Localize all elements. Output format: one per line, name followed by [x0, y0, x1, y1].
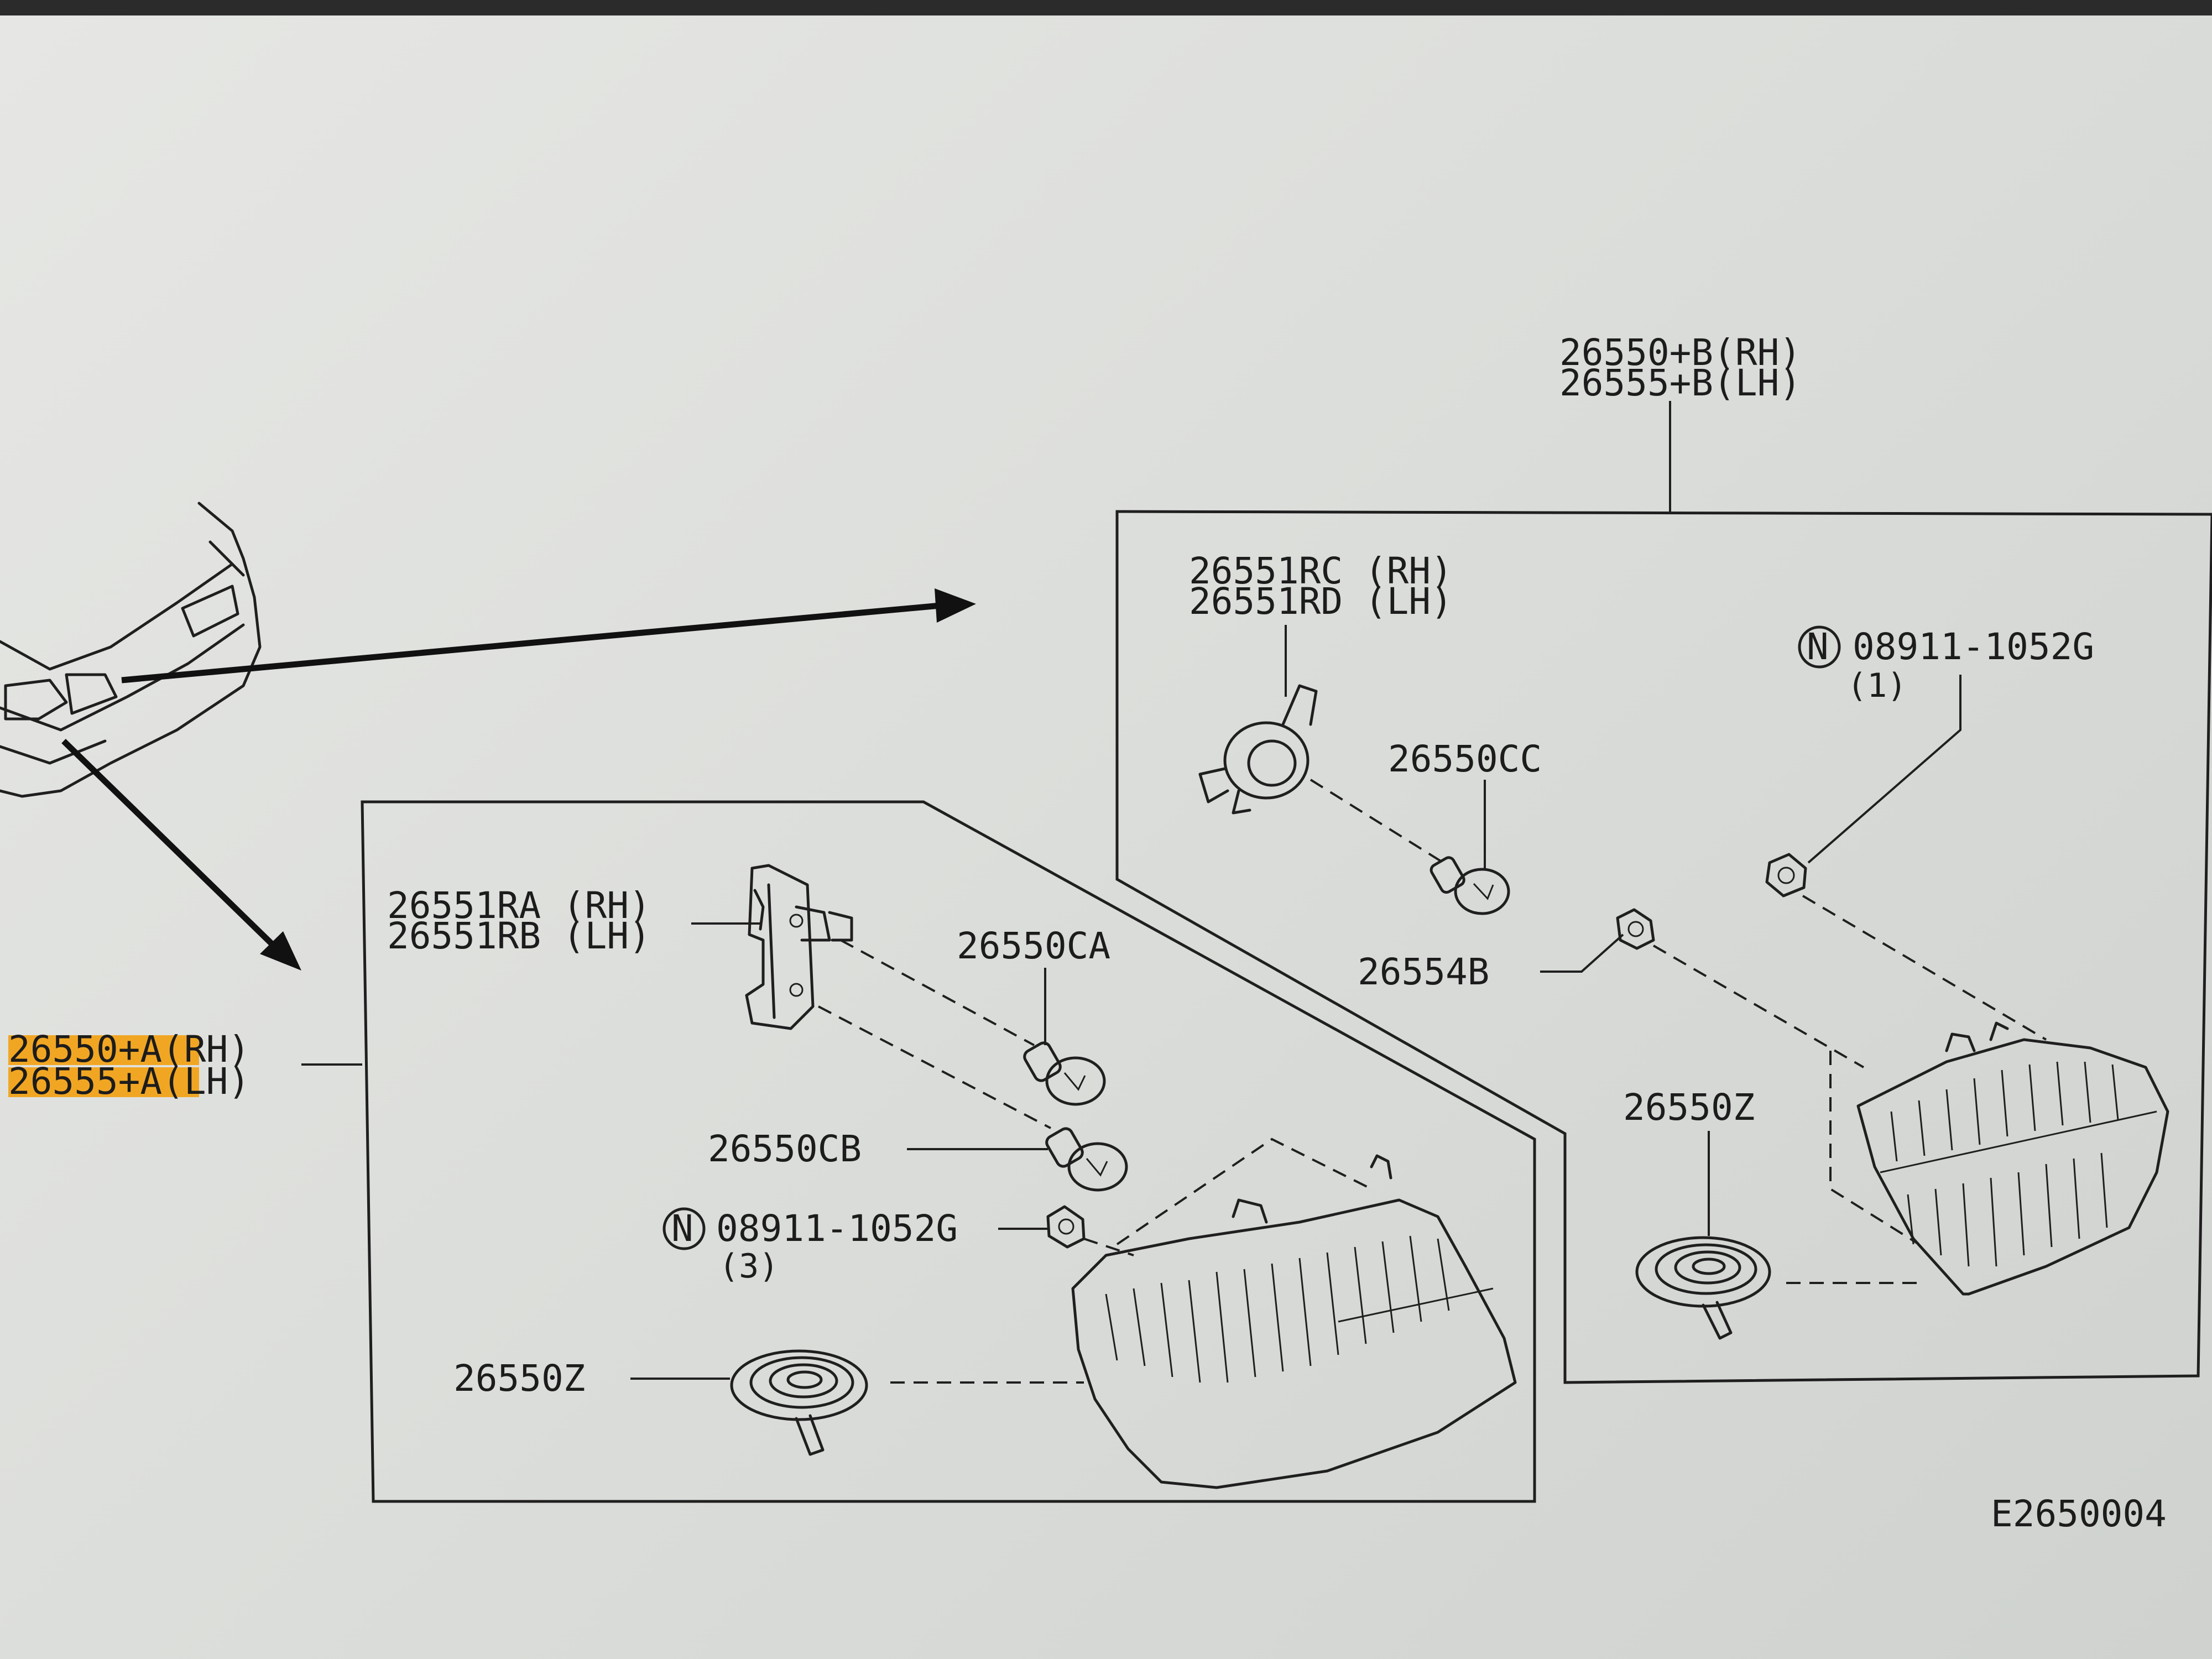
- highlight-assembly-a-lh: [8, 1067, 199, 1097]
- seal-right-label: 26550Z: [1623, 1086, 1755, 1129]
- arrow-to-left-box: [61, 739, 279, 951]
- bulb-cb-icon: [1045, 1127, 1128, 1192]
- bulb-cc-label: 26550CC: [1388, 738, 1542, 780]
- arrowhead-down: [260, 931, 301, 971]
- left-assembly-frame: [361, 800, 1536, 1503]
- bulb-cb-label: 26550CB: [708, 1128, 862, 1170]
- socket-ra-icon: [745, 864, 853, 1030]
- socket-rc-label: 26551RC (RH): [1189, 550, 1453, 592]
- grommet-icon: [1616, 908, 1655, 950]
- nut-right-icon: [1765, 853, 1807, 898]
- drawing-code: E2650004: [1991, 1493, 2167, 1535]
- arrowhead-right: [935, 588, 976, 623]
- right-assembly-group: 26550+B(RH) 26555+B(LH) 26551RC (RH) 265…: [1115, 331, 2212, 1384]
- seal-right-icon: [1635, 1236, 1771, 1340]
- seal-left-label: 26550Z: [453, 1357, 585, 1400]
- nut-left-icon: [1046, 1205, 1086, 1249]
- assembly-b-lh-label: 26555+B(LH): [1559, 362, 1801, 404]
- assembly-a-rh-label: 26550+A(RH): [8, 1028, 250, 1071]
- nut-qty-right-label: (1): [1847, 666, 1907, 705]
- screen-top-bezel: [0, 0, 2212, 15]
- pointer-arrows: [61, 588, 976, 971]
- socket-ra-label: 26551RA (RH): [387, 884, 651, 927]
- vehicle-rear-sketch: [0, 502, 262, 798]
- bulb-ca-icon: [1023, 1041, 1106, 1106]
- nut-part-right-label: 08911-1052G: [1853, 625, 2094, 668]
- highlight-assembly-a-rh: [8, 1035, 199, 1065]
- tail-lamp-left-icon: [1071, 1138, 1517, 1489]
- socket-rd-label: 26551RD (LH): [1189, 580, 1453, 623]
- assembly-a-lh-label: 26555+A(LH): [8, 1060, 250, 1103]
- nut-part-left-label: 08911-1052G: [716, 1207, 958, 1250]
- bulb-cc-icon: [1430, 856, 1510, 915]
- nut-n-symbol-right: [1798, 625, 1841, 669]
- right-assembly-frame: [1115, 510, 2212, 1384]
- socket-rb-label: 26551RB (LH): [387, 915, 651, 957]
- bulb-ca-label: 26550CA: [957, 925, 1110, 967]
- socket-rc-icon: [1198, 684, 1318, 815]
- arrow-to-right-box: [121, 602, 941, 684]
- grommet-label: 26554B: [1358, 951, 1489, 993]
- seal-left-icon: [730, 1349, 868, 1456]
- nut-n-letter-left: N: [671, 1207, 693, 1250]
- nut-qty-left-label: (3): [719, 1247, 779, 1286]
- tail-lamp-right-icon: [1829, 1021, 2169, 1296]
- assembly-b-rh-label: 26550+B(RH): [1559, 331, 1801, 374]
- nut-n-symbol-left: [662, 1207, 706, 1250]
- nut-n-letter-right: N: [1807, 625, 1829, 668]
- left-assembly-group: 26550+A(RH) 26555+A(LH) 26551RA (RH) 265…: [8, 800, 1536, 1503]
